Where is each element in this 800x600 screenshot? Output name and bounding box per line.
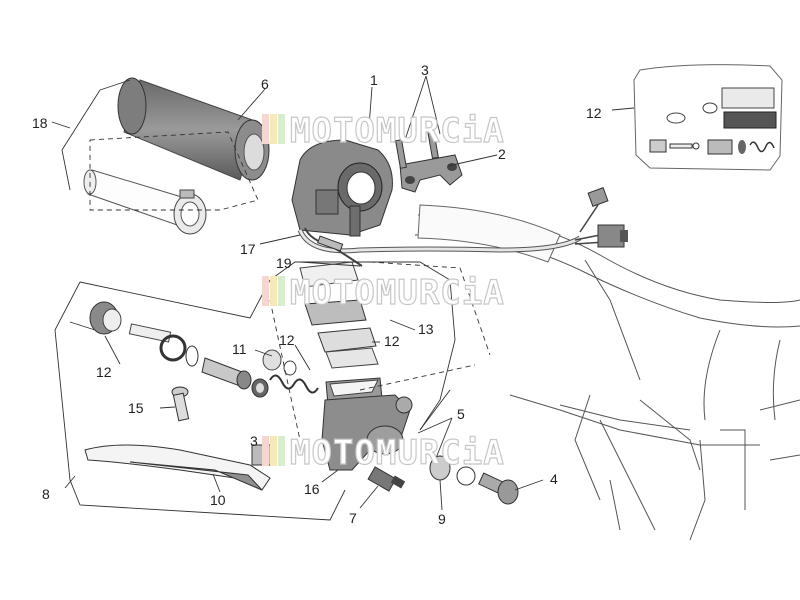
watermark-text-1: MOTOMURCiA [290,111,505,151]
throttle-cable [304,227,363,267]
handlebar-tube [417,204,561,263]
callout-3: 3 [421,62,429,78]
group-outlines [54,79,491,521]
watermark-text-3: MOTOMURCiA [290,433,505,473]
piston-kit [89,301,319,398]
watermark-logo-3: MOTOMURCiA [262,432,505,474]
callout-10: 10 [210,492,226,508]
callouts: 1 2 3 4 5 6 7 8 9 10 11 12 12 12 12 13 1… [32,62,602,527]
callout-2: 2 [498,146,506,162]
callout-12-inset: 12 [586,105,602,121]
callout-12-piston: 12 [96,364,112,380]
callout-6: 6 [261,76,269,92]
throttle-tube [83,169,207,235]
inset-detail [633,64,783,171]
switch-cable [297,187,628,254]
callout-3-lever: 3 [250,433,258,449]
watermark-text-2: MOTOMURCiA [290,273,505,313]
leader-lines [51,75,635,511]
callout-12-gasket: 12 [384,333,400,349]
callout-17: 17 [240,241,256,257]
callout-9: 9 [438,511,446,527]
adapter-fittings [429,455,519,505]
handlebar-frame [414,214,800,541]
callout-8: 8 [42,486,50,502]
callout-1: 1 [370,72,378,88]
callout-16: 16 [304,481,320,497]
callout-11: 11 [232,341,247,357]
callout-7: 7 [349,510,357,526]
pivot-bolt [171,386,190,422]
callout-18: 18 [32,115,48,131]
switch-housing [291,139,393,237]
watermark-logo-2: MOTOMURCiA [262,272,505,314]
brake-switch [367,466,406,492]
callout-15: 15 [128,400,144,416]
handlebar-clamp [395,129,463,193]
watermark-group: MOTOMURCiA MOTOMURCiA MOTOMURCiA [262,110,505,474]
callout-12-reservoir: 12 [279,332,295,348]
callout-13: 13 [418,321,434,337]
watermark-logo-1: MOTOMURCiA [262,110,505,152]
callout-19: 19 [276,255,292,271]
callout-5: 5 [457,406,465,422]
brake-lever [84,444,275,491]
throttle-grip [117,77,270,181]
callout-4: 4 [550,471,558,487]
master-cylinder [321,394,413,471]
